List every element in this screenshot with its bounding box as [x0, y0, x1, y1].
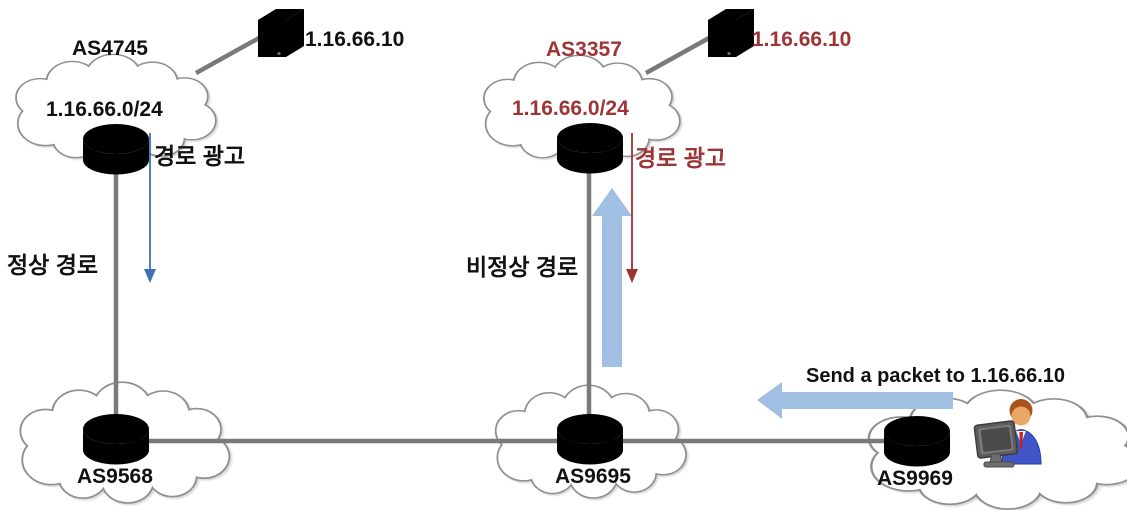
as9695-router-icon [557, 414, 623, 465]
hijack-advertise-arrow-icon [626, 133, 638, 283]
packet-flow-arrow-left-icon [757, 382, 953, 419]
link-as4745-server [194, 36, 261, 75]
normal-advertise-arrow-icon [144, 133, 156, 283]
as9969-router-icon [884, 416, 950, 467]
route-ad-normal-label: 경로 광고 [154, 143, 246, 169]
as3357-router-icon [557, 123, 623, 174]
hijacked-server-icon [708, 9, 754, 57]
server-ip-hijack-label: 1.16.66.10 [752, 28, 852, 51]
as9969-label: AS9969 [877, 467, 953, 490]
send-packet-label: Send a packet to 1.16.66.10 [806, 365, 1066, 387]
prefix-normal-label: 1.16.66.0/24 [46, 98, 163, 121]
as4745-label: AS4745 [72, 37, 148, 60]
server-ip-normal-label: 1.16.66.10 [305, 28, 405, 51]
as9568-router-icon [83, 414, 149, 465]
network-links [113, 36, 916, 444]
as3357-label: AS3357 [546, 38, 622, 61]
prefix-hijack-label: 1.16.66.0/24 [512, 97, 629, 120]
abnormal-path-label: 비정상 경로 [466, 254, 579, 280]
route-ad-hijack-label: 경로 광고 [635, 145, 727, 171]
as4745-router-icon [83, 124, 149, 175]
as9695-label: AS9695 [555, 465, 631, 488]
hijack-flow-arrow-up-icon [592, 188, 632, 367]
as9568-label: AS9568 [77, 465, 153, 488]
link-as3357-server [644, 36, 711, 75]
victim-server-icon [258, 9, 304, 57]
normal-path-label: 정상 경로 [7, 252, 99, 278]
